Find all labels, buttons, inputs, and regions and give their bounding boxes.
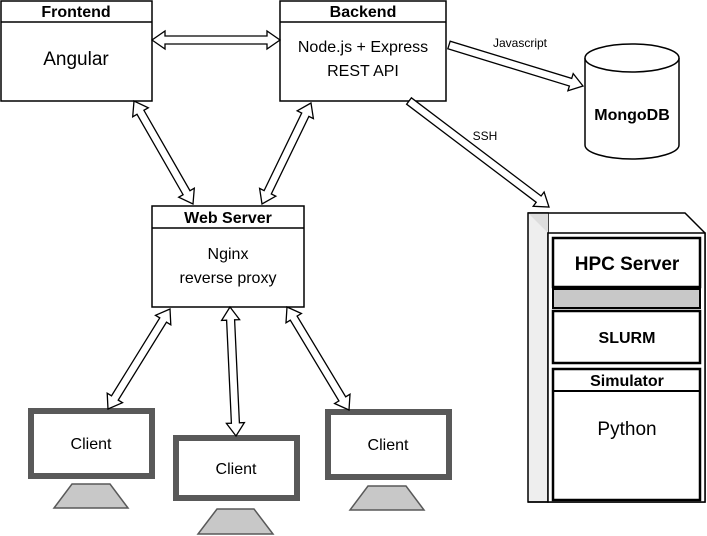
frontend-title: Frontend [41,4,110,21]
frontend-box: Frontend Angular [0,0,153,102]
client-label: Client [216,461,257,478]
backend-box: Backend Node.js + Express REST API [279,0,447,102]
javascript-edge-label: Javascript [493,36,548,50]
slurm-label: SLURM [599,330,656,347]
webserver-client1-arrow [106,308,172,410]
slurm-panel [551,309,702,365]
hpc-server-panel [551,236,702,289]
client-monitor-1: Client [28,408,155,509]
backend-label-line1: Node.js + Express [298,39,428,56]
webserver-box: Web Server Nginx reverse proxy [151,205,305,308]
hpc-server-label: HPC Server [575,254,680,275]
backend-mongodb-arrow [446,40,585,92]
hpc-drive-bay [552,288,701,309]
monitor-stand [52,483,130,509]
backend-label-line2: REST API [327,63,399,80]
webserver-client3-arrow [285,306,351,411]
backend-hpc-ssh-arrow [405,96,550,208]
monitor-stand [348,485,426,511]
client-monitor-2: Client [173,435,300,535]
webserver-title: Web Server [184,210,272,227]
webserver-label-line1: Nginx [208,246,249,263]
backend-webserver-arrow [258,101,315,206]
simulator-label: Python [597,419,656,440]
backend-title: Backend [330,4,397,21]
client-label: Client [71,436,112,453]
client-monitor-3: Client [325,409,452,511]
simulator-title: Simulator [590,373,664,390]
frontend-backend-arrow [150,29,282,51]
hpc-tower: HPC Server SLURM Simulator Python [527,212,706,503]
mongodb-label: MongoDB [594,107,670,124]
client-label: Client [368,437,409,454]
webserver-client2-arrow [220,305,246,438]
monitor-stand [196,508,275,535]
connection-arrows [106,29,585,438]
webserver-label-line2: reverse proxy [180,270,277,287]
ssh-edge-label: SSH [473,129,498,143]
mongodb-database: MongoDB [584,43,680,160]
frontend-webserver-arrow [131,100,196,205]
frontend-label: Angular [43,49,109,70]
